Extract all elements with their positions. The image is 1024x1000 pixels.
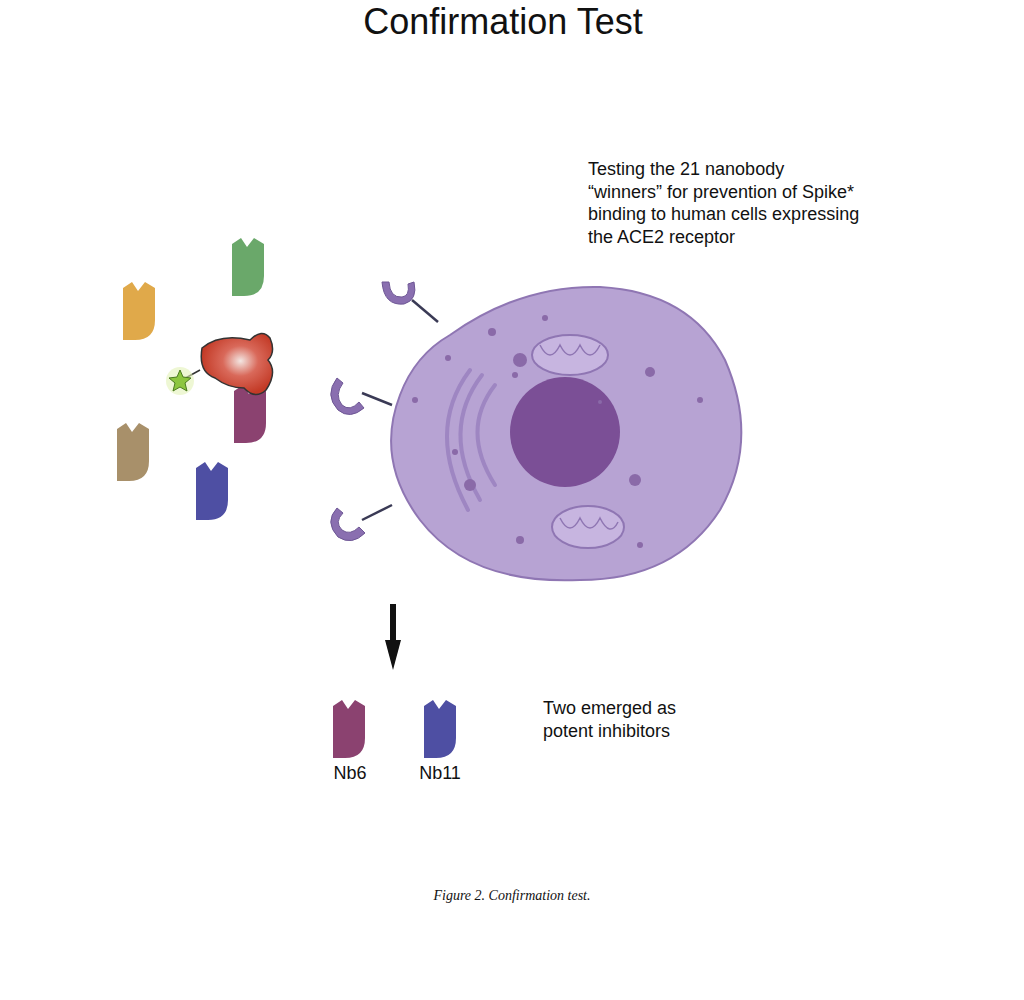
spike-protein <box>166 333 273 395</box>
winning-nanobodies <box>333 700 456 758</box>
down-arrow <box>385 604 401 670</box>
description-note: Testing the 21 nanobody “winners” for pr… <box>588 158 863 248</box>
result-note: Two emerged as potent inhibitors <box>543 697 723 742</box>
human-cell <box>391 287 741 580</box>
caption: Figure 2. Confirmation test. <box>0 888 1024 904</box>
title: Confirmation Test <box>0 2 1006 42</box>
nanobody-label: Nb11 <box>410 762 470 785</box>
nanobody-label: Nb6 <box>320 762 380 785</box>
